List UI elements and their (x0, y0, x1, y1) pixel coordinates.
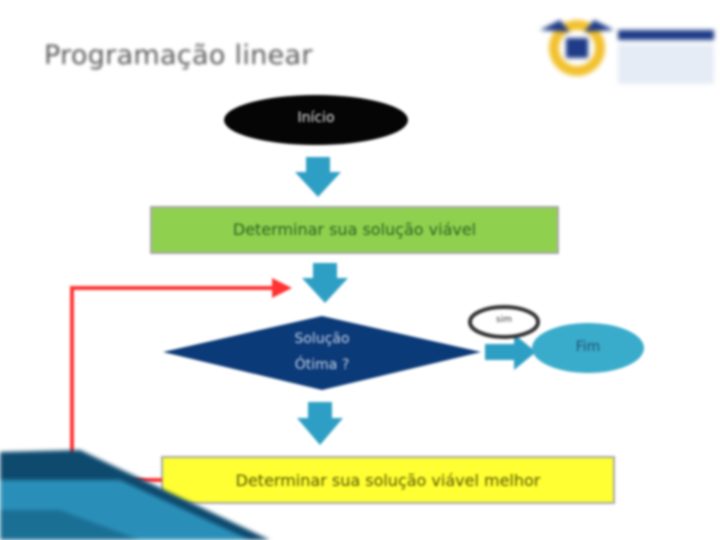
decorative-corner (0, 450, 270, 540)
start-label: Início (297, 110, 335, 126)
loop-back-arrowhead (272, 278, 292, 298)
slide-title: Programação linear (44, 40, 313, 71)
institution-seal-icon (540, 20, 614, 76)
logo-bar (618, 30, 714, 40)
end-terminal (532, 323, 644, 373)
flow-arrow-2 (302, 263, 348, 303)
logo-text-panel (618, 44, 714, 84)
step-determine-better (161, 456, 615, 504)
flow-arrow-3 (297, 402, 343, 445)
yes-arrow (485, 334, 536, 370)
end-label: Fim (575, 339, 601, 355)
step1-label: Determinar sua solução viável (232, 220, 477, 239)
step-determine-feasible (150, 206, 559, 254)
start-terminal (224, 95, 408, 145)
decision-label-line2: Ótima ? (294, 357, 350, 373)
yes-marker (468, 305, 540, 339)
decision-label-line1: Solução (294, 331, 350, 347)
institution-logo (540, 20, 714, 84)
step2-label: Determinar sua solução viável melhor (235, 471, 541, 490)
yes-label: sim (496, 315, 512, 325)
flow-arrow-1 (295, 157, 341, 197)
decision-optimal (163, 316, 481, 390)
